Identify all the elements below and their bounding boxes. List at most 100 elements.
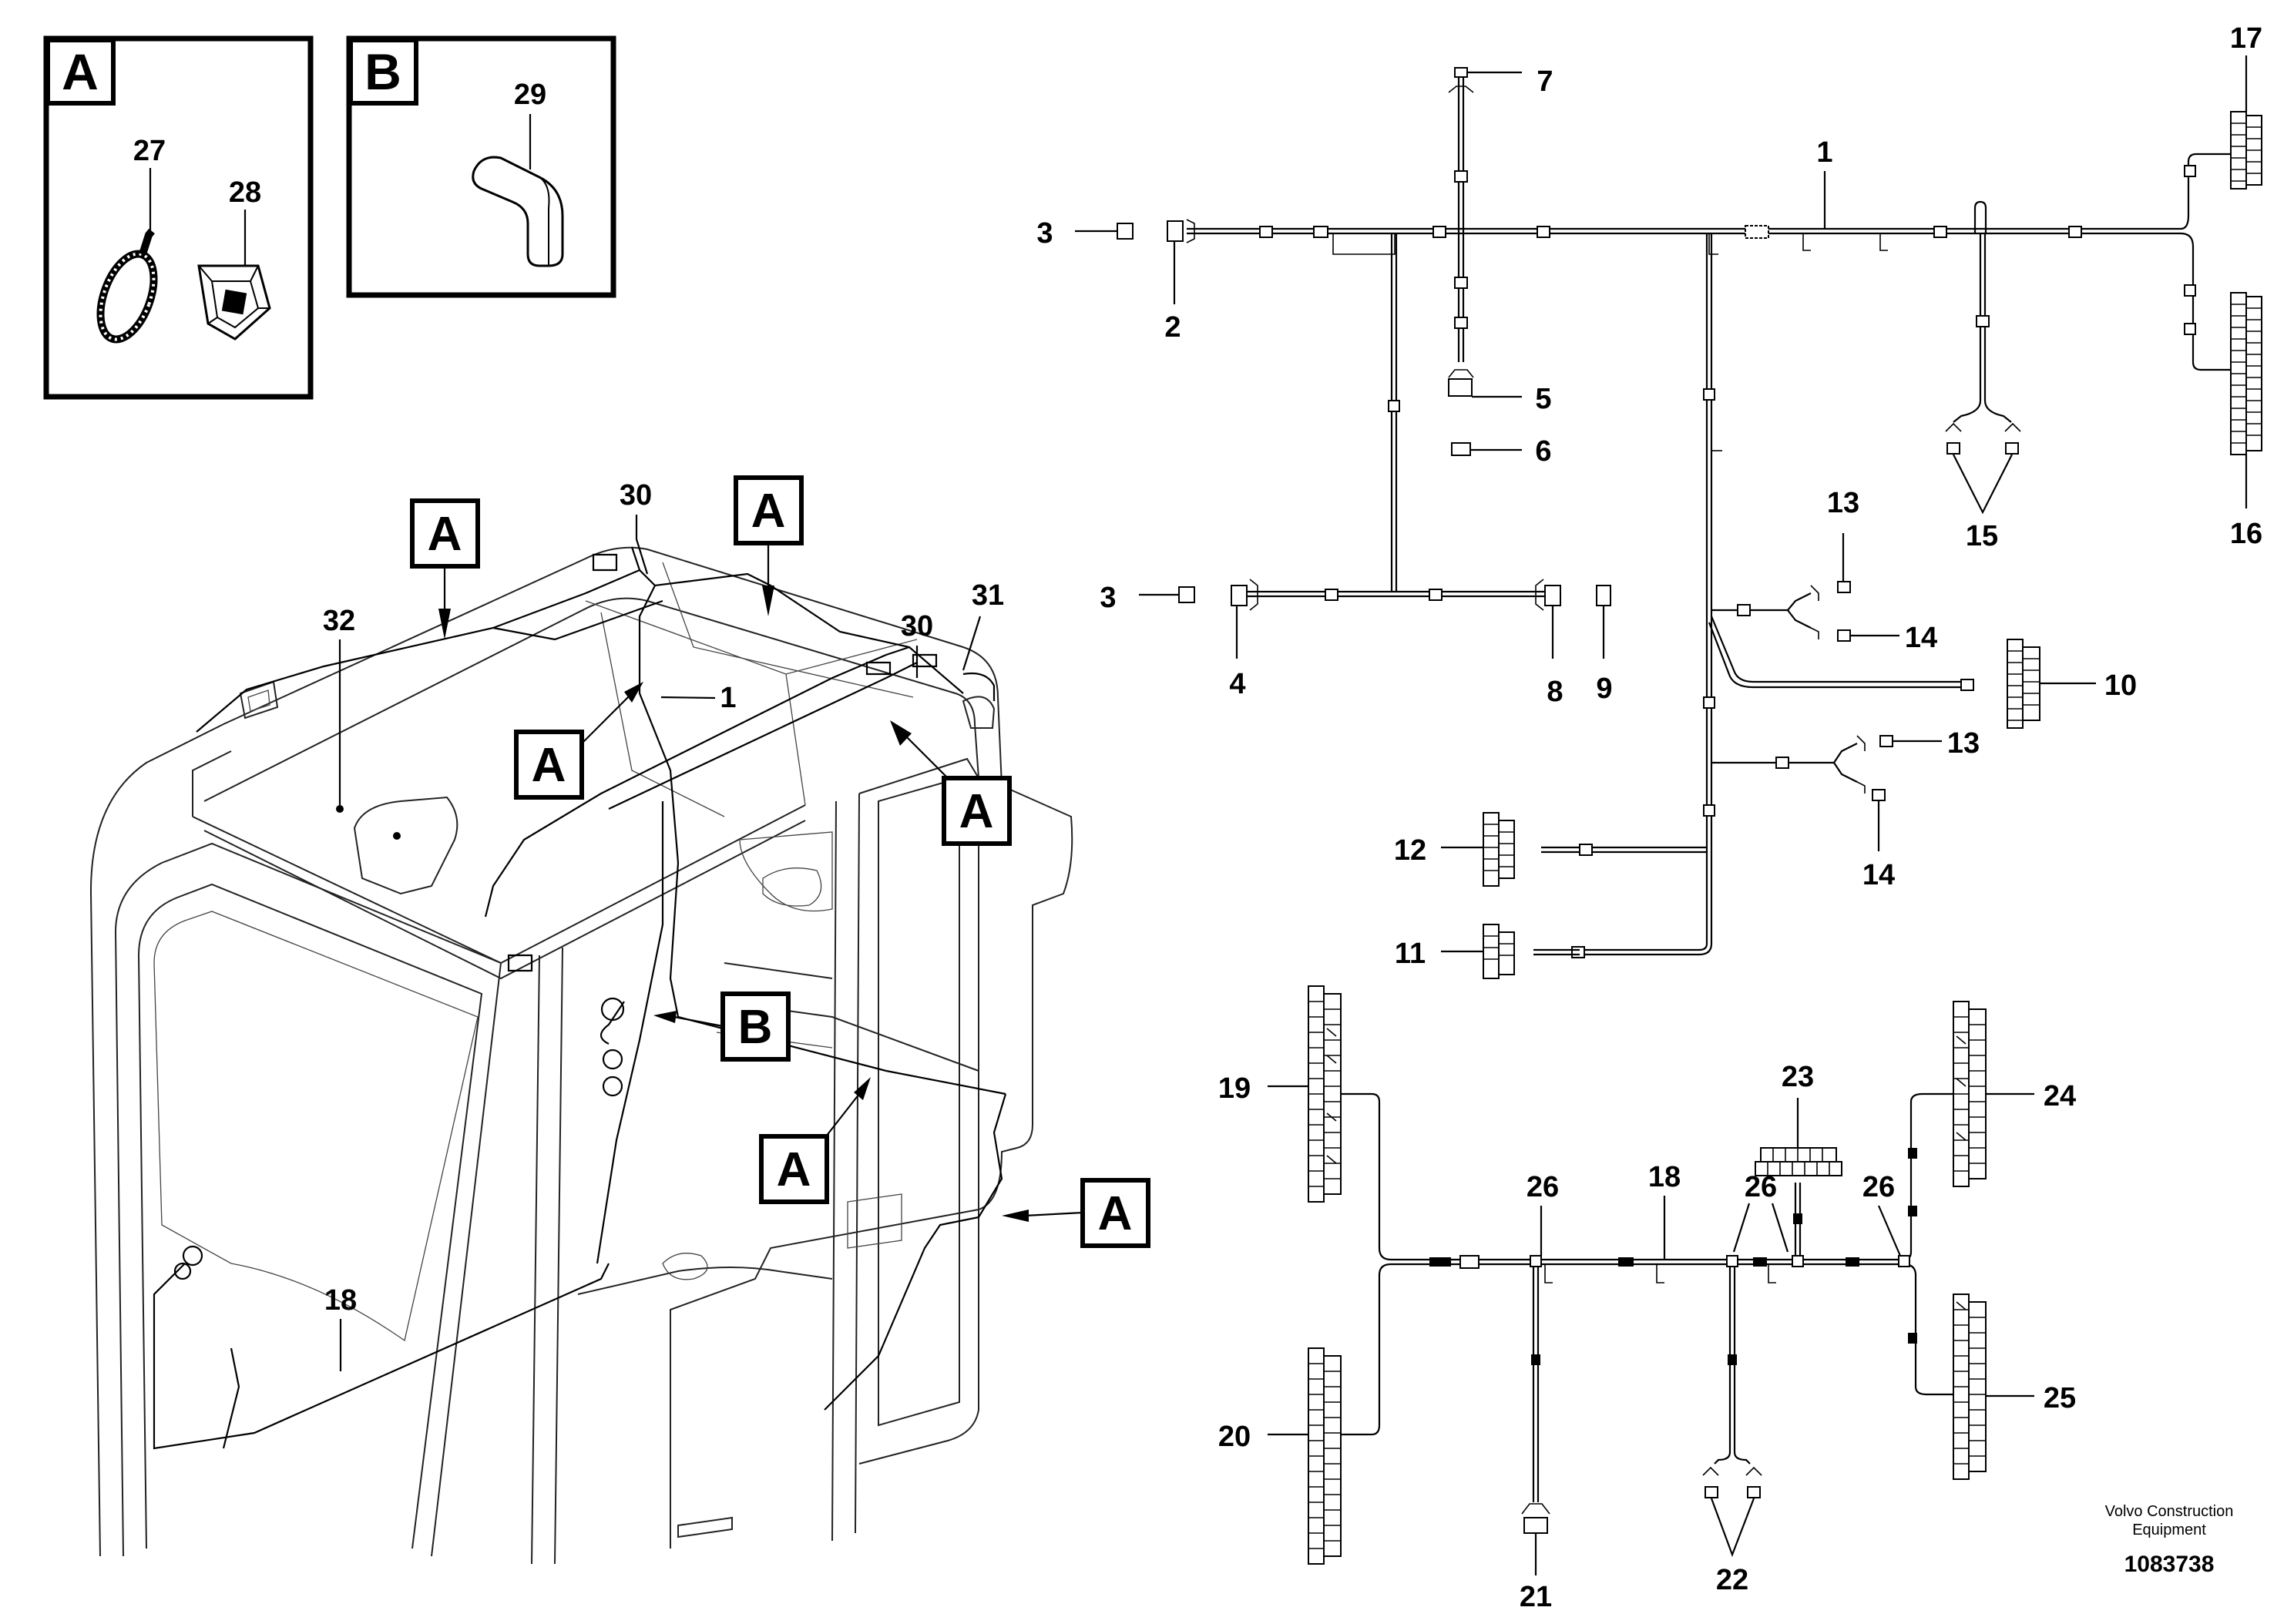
callout-28: 28	[229, 176, 261, 209]
callout-1-schematic: 1	[1816, 136, 1832, 169]
connector-21	[1523, 1517, 1548, 1534]
view-marker-b: B	[653, 992, 791, 1062]
svg-text:A: A	[751, 485, 786, 538]
callout-5: 5	[1535, 383, 1551, 415]
callout-21: 21	[1520, 1581, 1552, 1613]
connector-12	[1483, 812, 1515, 887]
callout-23: 23	[1782, 1061, 1814, 1093]
callout-2: 2	[1164, 311, 1181, 344]
connector-5	[1448, 378, 1473, 397]
svg-text:A: A	[428, 508, 462, 561]
callout-15: 15	[1966, 520, 1998, 552]
connector-10	[2007, 639, 2040, 729]
callout-29: 29	[514, 79, 546, 111]
view-marker-a-rear: A	[1002, 1178, 1150, 1248]
connector-15-left	[1946, 442, 1960, 455]
harness-1-schematic: 7 5 6 3 2 1	[1036, 22, 2262, 979]
callout-32: 32	[323, 605, 355, 637]
callout-1-cab: 1	[720, 682, 736, 714]
callout-13-lower: 13	[1947, 727, 1980, 760]
connector-25	[1953, 1293, 1987, 1480]
callout-26-left: 26	[1527, 1171, 1559, 1203]
callout-10: 10	[2104, 669, 2137, 702]
callout-7: 7	[1537, 65, 1553, 98]
callout-22: 22	[1716, 1564, 1748, 1596]
callout-3-top: 3	[1036, 217, 1053, 250]
connector-22-right	[1747, 1486, 1761, 1498]
document-number: 1083738	[2124, 1552, 2215, 1577]
connector-2	[1167, 220, 1184, 242]
svg-text:B: B	[738, 1001, 773, 1054]
connector-17	[2230, 111, 2262, 190]
view-marker-a-door: A	[759, 1077, 871, 1204]
callout-13-upper: 13	[1827, 487, 1859, 519]
callout-9: 9	[1596, 673, 1612, 705]
inset-a: A 27 28	[43, 35, 314, 400]
inset-b-label-box	[348, 38, 418, 106]
callout-26-right: 26	[1862, 1171, 1895, 1203]
callout-18-cab: 18	[324, 1284, 357, 1317]
inset-b-frame	[346, 35, 616, 298]
connector-13-lower	[1879, 735, 1893, 747]
callout-24: 24	[2044, 1080, 2076, 1112]
connector-20	[1308, 1347, 1342, 1565]
inset-a-frame	[43, 35, 314, 400]
callout-26-middle: 26	[1745, 1171, 1777, 1203]
connector-16	[2230, 292, 2262, 455]
callout-14-upper: 14	[1905, 622, 1937, 654]
connector-14-upper	[1837, 629, 1851, 642]
callout-27: 27	[133, 135, 166, 167]
callout-30-top: 30	[620, 479, 652, 512]
connector-24	[1953, 1001, 1987, 1187]
callout-11: 11	[1395, 938, 1426, 970]
svg-text:A: A	[532, 739, 566, 792]
callout-19: 19	[1218, 1072, 1251, 1105]
brand-line-2: Equipment	[2132, 1522, 2206, 1538]
view-marker-a-pillar: A	[514, 682, 643, 800]
callout-14-lower: 14	[1862, 859, 1895, 891]
callout-3-bottom: 3	[1100, 582, 1116, 614]
connector-23	[1755, 1147, 1842, 1176]
callout-4: 4	[1229, 668, 1245, 700]
view-marker-a-roof-left: A	[410, 498, 480, 639]
connector-8	[1544, 585, 1561, 606]
connector-13-upper	[1837, 581, 1851, 593]
inset-b-letter: B	[364, 43, 401, 100]
brand-line-1: Volvo Construction	[2105, 1503, 2234, 1520]
harness-18-schematic: 19 20 18 21 26	[1218, 985, 2076, 1613]
connector-3-top	[1117, 223, 1134, 240]
callout-31: 31	[972, 579, 1004, 612]
connector-11	[1483, 924, 1515, 979]
callout-18-schematic: 18	[1648, 1161, 1681, 1193]
connector-3-bottom	[1178, 586, 1195, 603]
callout-16: 16	[2230, 518, 2262, 550]
connector-4	[1231, 585, 1248, 606]
connector-6	[1451, 442, 1471, 456]
connector-9	[1596, 585, 1611, 606]
cable-tie-icon	[96, 228, 158, 344]
tie-mount-icon	[197, 264, 271, 341]
cab-illustration: A A A A B A	[89, 475, 1150, 1565]
connector-19	[1308, 985, 1342, 1203]
callout-6: 6	[1535, 435, 1551, 468]
callout-20: 20	[1218, 1421, 1251, 1453]
connector-15-right	[2005, 442, 2019, 455]
inset-a-letter: A	[62, 43, 99, 100]
svg-text:A: A	[959, 785, 994, 838]
connector-22-left	[1705, 1486, 1718, 1498]
footer: Volvo Construction Equipment 1083738	[2105, 1503, 2234, 1577]
inset-a-label-box	[45, 38, 116, 106]
svg-text:A: A	[1098, 1187, 1133, 1240]
connector-7	[1454, 67, 1468, 78]
callout-12: 12	[1394, 834, 1426, 867]
callout-25: 25	[2044, 1382, 2076, 1414]
view-marker-a-roof-right: A	[890, 720, 1012, 846]
edge-protector-icon	[472, 156, 564, 267]
connector-14-lower	[1872, 789, 1886, 801]
callout-30-right: 30	[901, 610, 933, 643]
view-marker-a-roof-center: A	[734, 475, 804, 616]
callout-8: 8	[1547, 676, 1563, 708]
callout-17: 17	[2230, 22, 2262, 55]
